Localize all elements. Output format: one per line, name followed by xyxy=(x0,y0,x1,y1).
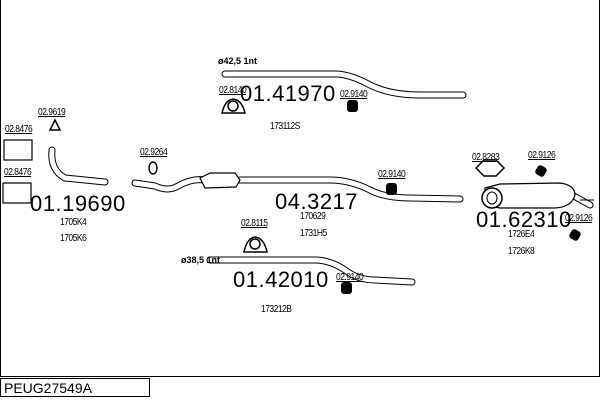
clamp-kit-part-number[interactable]: 02.8476 xyxy=(5,124,33,135)
reference-number: 1731H5 xyxy=(300,228,327,239)
hanger-part-number[interactable]: 02.9126 xyxy=(565,213,593,224)
diagram-code: PEUG27549A xyxy=(0,378,150,397)
clamp-part-number[interactable]: 02.8283 xyxy=(472,152,500,163)
part-number-rear-silencer[interactable]: 01.62310 xyxy=(476,207,572,232)
hanger-icons xyxy=(341,100,581,294)
diameter-label-top: ø42,5 1nt xyxy=(218,56,258,66)
clamp-kit-part-number[interactable]: 02.8476 xyxy=(4,167,32,178)
hanger-part-number[interactable]: 02.9126 xyxy=(528,150,556,161)
hanger-part-number[interactable]: 02.9140 xyxy=(340,89,368,100)
reference-number: 1726E4 xyxy=(508,229,535,240)
gasket-part-number[interactable]: 02.8140 xyxy=(219,85,247,96)
reference-number: 170629 xyxy=(300,211,326,222)
catalytic-converter xyxy=(199,172,241,189)
part-number-rear-pipe-bottom[interactable]: 01.42010 xyxy=(233,267,329,292)
diameter-label-bottom: ø38,5 1nt xyxy=(181,255,221,265)
hanger-part-number[interactable]: 02.9140 xyxy=(336,272,364,283)
hanger-part-number[interactable]: 02.9140 xyxy=(378,169,406,180)
part-number-middle-section[interactable]: 04.3217 xyxy=(275,189,359,214)
silencer-body xyxy=(484,182,576,209)
reference-number: 173112S xyxy=(270,121,300,132)
gasket-part-number[interactable]: 02.9619 xyxy=(38,107,66,118)
gasket-part-number[interactable]: 02.8115 xyxy=(241,218,268,229)
reference-number: 173212B xyxy=(261,304,292,315)
part-number-rear-pipe-top[interactable]: 01.41970 xyxy=(240,81,336,106)
part-number-front-pipe[interactable]: 01.19690 xyxy=(30,191,126,216)
reference-number: 1726K8 xyxy=(508,246,535,257)
reference-number: 1705K6 xyxy=(60,233,87,244)
reference-number: 1705K4 xyxy=(60,217,87,228)
ring-part-number[interactable]: 02.9264 xyxy=(140,147,168,158)
